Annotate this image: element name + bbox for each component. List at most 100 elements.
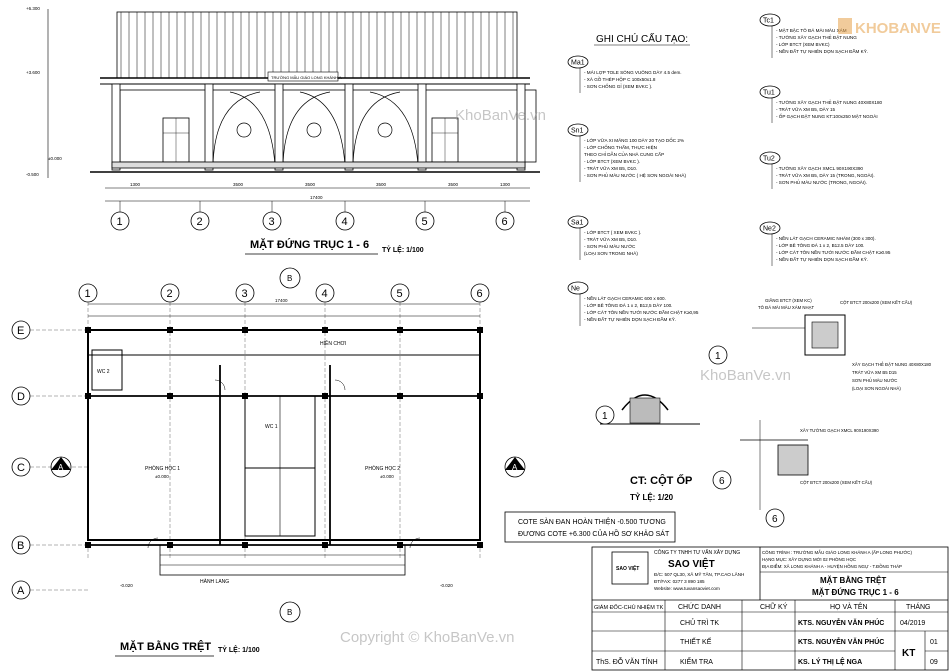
elevation-drawing: +6.300 +3.600 ±0.000 -0.500 TRƯỜNG MẪU G…	[26, 6, 540, 255]
project-location: ĐỊA ĐIỂM: XÃ LONG KHÁNH A - HUYỆN HỒNG N…	[762, 564, 902, 569]
note-code: Tu2	[763, 156, 775, 163]
detail-label-1: GIẰNG BTCT (XEM KC)	[765, 298, 812, 303]
note-code-bubble	[567, 55, 589, 69]
plan-axis-bubble	[470, 283, 490, 303]
note-line: - TRÁT VỮA XM B5, DÀY 15	[776, 106, 836, 112]
note-code-bubble	[567, 281, 589, 295]
elevation-title: MẶT ĐỨNG TRỤC 1 - 6	[250, 238, 369, 251]
column-detail: GIẰNG BTCT (XEM KC) TÔ ĐÁ MÀI MÀU XÁM NH…	[595, 298, 932, 528]
note-line: - LỚP CHỐNG THẤM, THỰC HIỆN	[584, 143, 657, 150]
detail-label-7: (LOẠI SƠN NGOÀI NHÀ)	[852, 386, 901, 391]
elevation-dim-1: 1300	[130, 182, 141, 187]
company-address: Đ/C: 507 QL30, XÃ MỸ TÂN, TP.CAO LÃNH	[654, 571, 744, 577]
note-code: Tc1	[763, 18, 774, 25]
elevation-axis-bubble	[495, 211, 515, 231]
plan-axis-bubble	[160, 283, 180, 303]
note-code: Tu1	[763, 90, 775, 97]
watermark-bottom: Copyright © KhoBanVe.vn	[340, 629, 515, 646]
note-code-bubble	[759, 13, 781, 27]
level-top: +6.300	[26, 6, 40, 11]
director-label: GIÁM ĐỐC-CHỦ NHIỆM TK	[594, 603, 664, 611]
note-code: Ne	[571, 286, 580, 293]
project-item: HẠNG MỤC: XÂY DỰNG MỚI 02 PHÒNG HỌC	[762, 557, 856, 562]
note-line: - SƠN PHỦ MÀU NƯỚC (TRONG, NGOÀI).	[776, 179, 867, 185]
note-line: - MẶT BẬC TÔ ĐÁ MÀI MÀU XÁM	[776, 27, 847, 33]
title-block: SAO VIỆT CÔNG TY TNHH TƯ VẤN XÂY DỰNG SA…	[591, 546, 949, 671]
note-line: - MÁI LỢP TOLE SÓNG VUÔNG DÀY 4.5 dem.	[584, 69, 682, 75]
plan-axis-label: 1	[85, 288, 91, 300]
detail-axis-6b: 6	[772, 514, 778, 525]
note-line: - XÀ GỒ THÉP HỘP C 100x50x1.8	[584, 76, 656, 82]
company-brand: SAO VIỆT	[668, 557, 715, 570]
note-line: - SƠN CHỐNG GỈ (XEM BVKC ).	[584, 83, 652, 89]
detail-axis-1a: 1	[715, 351, 721, 362]
elevation-dim-4: 3500	[376, 182, 387, 187]
name-1: KTS. NGUYỄN VĂN PHÚC	[798, 618, 884, 627]
role-2: THIẾT KẾ	[680, 636, 712, 646]
elevation-axis-bubble	[415, 211, 435, 231]
elevation-sign: TRƯỜNG MẪU GIÁO LONG KHÁNH A	[271, 75, 342, 80]
name-3: KS. LÝ THỊ LỆ NGA	[798, 657, 862, 666]
detail-label-3: CỘT BTCT 200x200 (XEM KẾT CẤU)	[840, 300, 913, 305]
note-code-bubble	[759, 85, 781, 99]
watermark-mid: KhoBanVe.vn	[700, 367, 791, 384]
note-line: - SƠN PHỦ MÀU NƯỚC ( HỆ SƠN NGOÀI NHÀ)	[584, 171, 686, 178]
plan-axis-label-left: C	[17, 462, 25, 474]
elevation-axis-label: 1	[117, 216, 123, 228]
elevation-axis-bubble	[335, 211, 355, 231]
plan-axis-bubble-left	[11, 457, 31, 477]
plan-axis-bubble	[315, 283, 335, 303]
elevation-dim-6: 1300	[500, 182, 511, 187]
note-line: - ỐP GẠCH ĐẶT NUNG KT:100x250 MẶT NGOÀI	[776, 113, 878, 119]
note-line: - NỀN ĐẤT TỰ NHIÊN DỌN SẠCH ĐẦM KỸ.	[584, 315, 676, 322]
plan-axis-bubble-left	[11, 386, 31, 406]
elevation-dim-5: 3500	[448, 182, 459, 187]
elevation-axis-label: 5	[422, 216, 428, 228]
col-month: THÁNG	[906, 602, 931, 611]
plan-axis-label-left: A	[17, 585, 25, 597]
note-code-bubble	[567, 215, 589, 229]
director-name: ThS. ĐỖ VĂN TÍNH	[596, 657, 658, 666]
room-right-level: ±0.000	[380, 474, 394, 479]
elevation-axis-bubble	[190, 211, 210, 231]
note-line: - TƯỜNG XÂY GẠCH THẺ ĐẶT NUNG	[776, 34, 857, 40]
note-line: - NỀN ĐẤT TỰ NHIÊN DỌN SẠCH ĐẦM KỸ.	[776, 47, 868, 54]
note-line: - LỚP BTCT ( XEM BVKC ).	[584, 229, 641, 235]
plan-axis-bubble	[78, 283, 98, 303]
detail-title: CT: CỘT ỐP	[630, 473, 692, 487]
plan-axis-bubble-left	[11, 535, 31, 555]
detail-label-2: TÔ ĐÁ MÀI MÀU XÁM NHẠT	[758, 305, 814, 310]
watermark-layer: KHOBANVE KhoBanVe.vn KhoBanVe.vn Copyrig…	[340, 18, 941, 646]
room-wc2: WC 2	[97, 369, 110, 375]
room-play: HIÊN CHƠI	[320, 339, 346, 347]
room-corridor: HÀNH LANG	[200, 578, 229, 585]
finish-note-2: ĐƯƠNG COTE +6.300 CỦA HỒ SƠ KHẢO SÁT	[518, 528, 670, 538]
construction-notes: GHI CHÚ CẤU TẠO: Ma1- MÁI LỢP TOLE SÓNG …	[567, 13, 891, 326]
note-code-bubble	[759, 151, 781, 165]
note-line: THEO CHỈ DẪN CỦA NHÀ CUNG CẤP	[584, 151, 664, 157]
note-code: Sa1	[571, 220, 584, 227]
company-logo: SAO VIỆT	[616, 564, 639, 572]
plan-axis-bubble	[390, 283, 410, 303]
note-line: - SƠN PHỦ MÀU NƯỚC	[584, 243, 636, 249]
plan-total-dim: 17400	[275, 298, 288, 303]
role-3: KIỂM TRA	[680, 657, 713, 666]
level-ground: -0.500	[26, 172, 39, 177]
plan-axis-label-left: D	[17, 391, 25, 403]
finish-note-1: COTE SÀN ĐAN HOÀN THIỆN -0.500 TƯƠNG	[518, 517, 666, 526]
sheet-total: 09	[930, 659, 938, 666]
section-a-right: A	[512, 463, 518, 472]
note-code-bubble	[759, 221, 781, 235]
note-line: - LỚP BÊ TÔNG ĐÁ 1 x 2, B12,5 DÀY 100.	[584, 301, 672, 308]
sheet-no: 01	[930, 639, 938, 646]
note-line: - TRÁT VỮA XM B5, D10.	[584, 236, 637, 242]
col-sign: CHỮ KÝ	[760, 602, 788, 611]
elevation-axis-bubble	[262, 211, 282, 231]
notes-heading: GHI CHÚ CẤU TẠO:	[596, 32, 688, 45]
company-web: Website: www.tuvansaoviet.com	[654, 586, 720, 591]
plan-title: MẶT BẰNG TRỆT	[120, 640, 211, 653]
elevation-axis-label: 3	[269, 216, 275, 228]
project-name: CÔNG TRÌNH : TRƯỜNG MẪU GIÁO LONG KHÁNH …	[762, 550, 912, 555]
